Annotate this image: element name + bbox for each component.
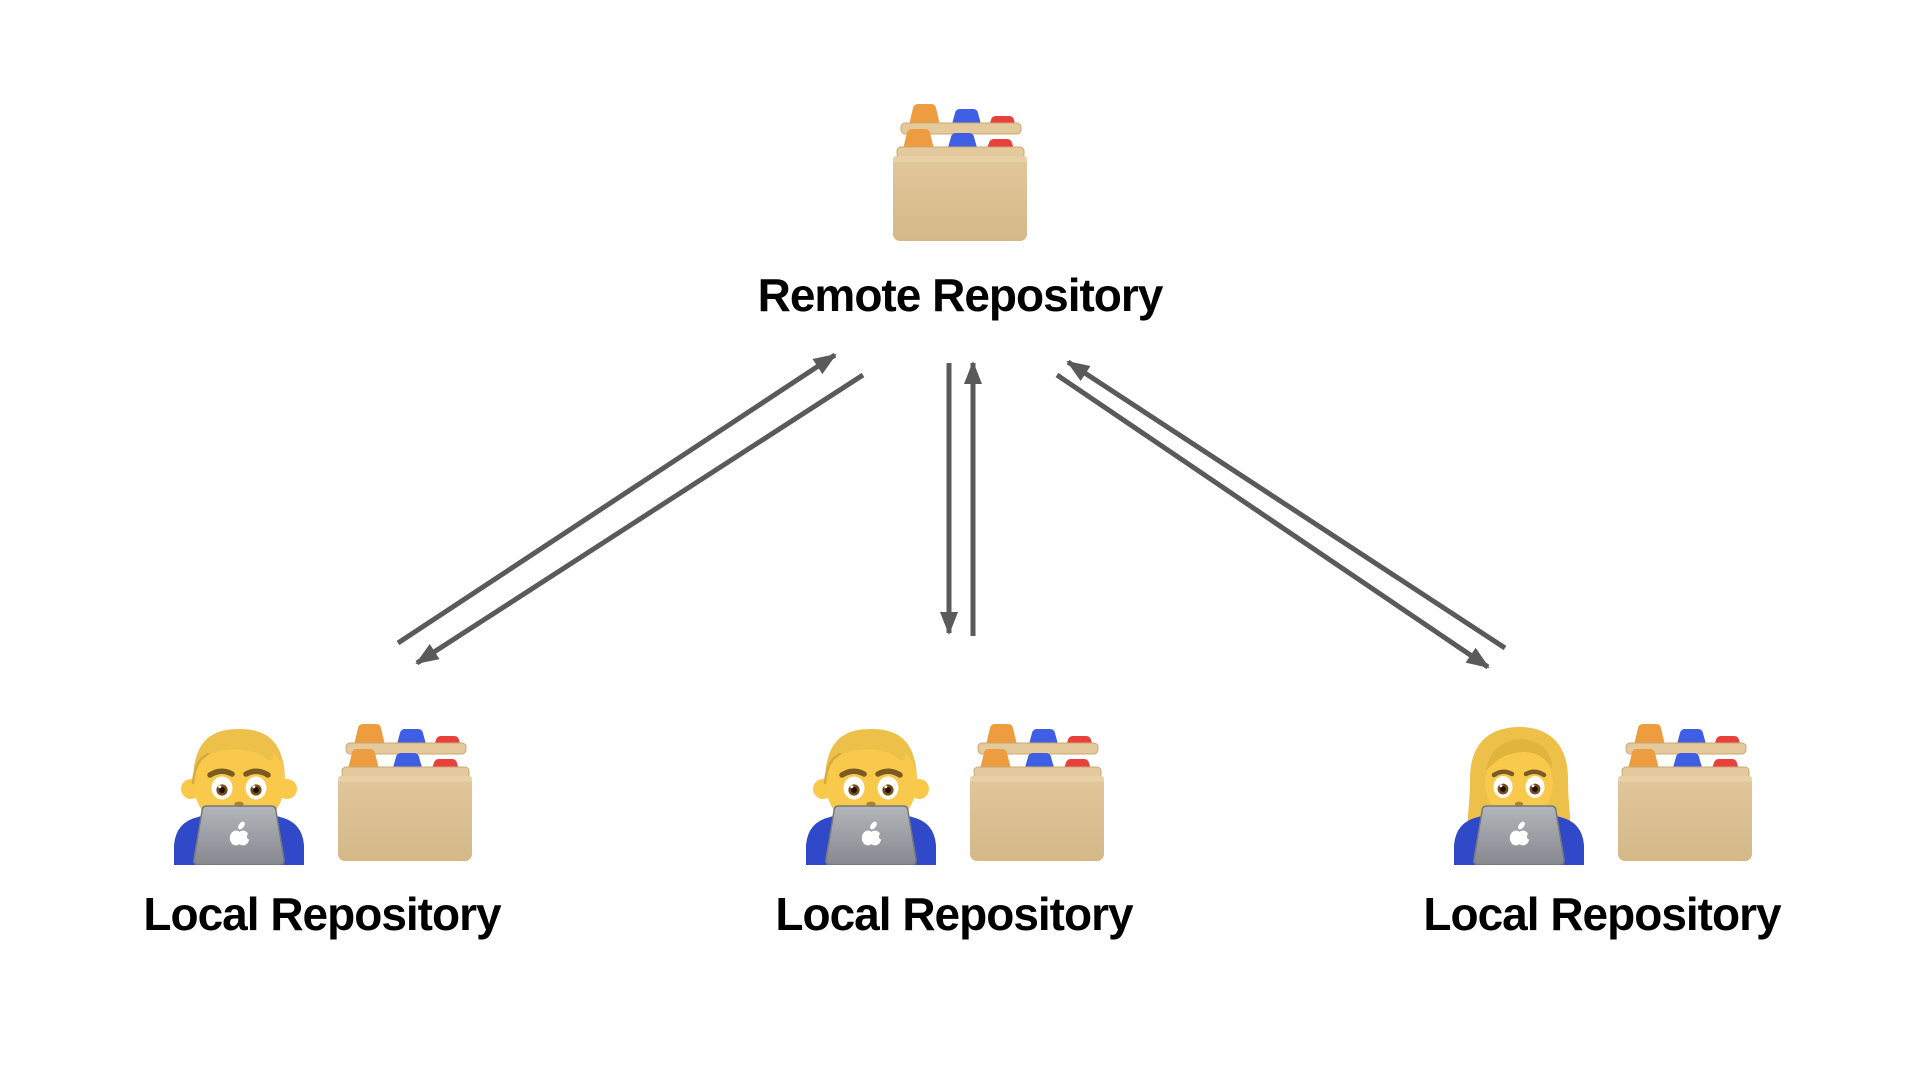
woman-technologist-icon <box>1444 715 1594 865</box>
local-repository-node-2: Local Repository <box>775 715 1134 945</box>
card-index-dividers-icon <box>892 103 1028 242</box>
remote-repository-label: Remote Repository <box>757 269 1164 321</box>
arrow-local3-to-remote <box>1066 359 1507 651</box>
card-index-dividers-icon <box>1617 723 1753 862</box>
card-index-dividers-icon <box>969 723 1105 862</box>
local-2-icons <box>796 715 1112 865</box>
local-3-icons <box>1444 715 1760 865</box>
local-1-icons <box>164 715 480 865</box>
local-repository-label-1: Local Repository <box>143 888 501 940</box>
local-repository-node-3: Local Repository <box>1423 715 1782 945</box>
local-repository-label-3: Local Repository <box>1423 888 1781 940</box>
man-technologist-icon <box>796 715 946 865</box>
arrow-local1-to-remote <box>396 352 837 646</box>
man-technologist-icon <box>164 715 314 865</box>
local-repository-label-2: Local Repository <box>775 888 1133 940</box>
arrow-remote-to-local1 <box>415 372 865 666</box>
arrow-remote-to-local3 <box>1055 372 1490 670</box>
card-index-dividers-icon <box>337 723 473 862</box>
local-repository-node-1: Local Repository <box>143 715 502 945</box>
remote-repository-node: Remote Repository <box>758 95 1163 321</box>
